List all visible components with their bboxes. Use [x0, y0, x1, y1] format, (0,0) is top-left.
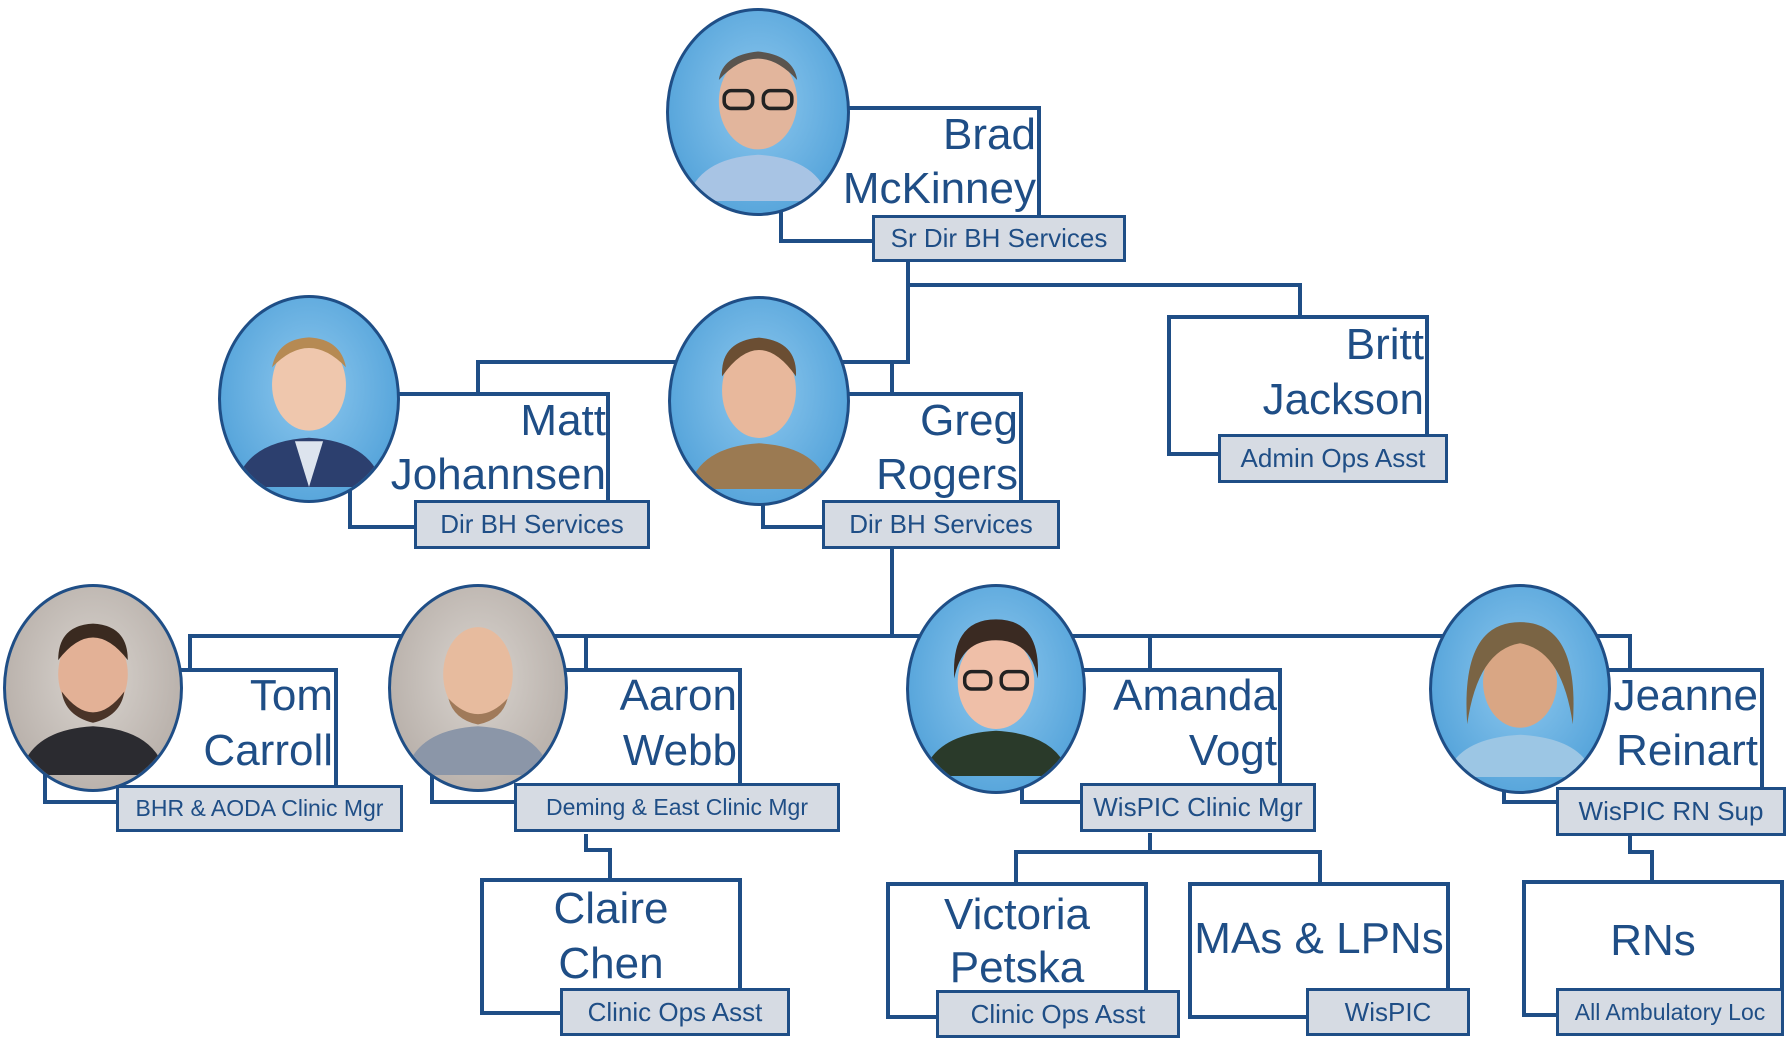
- name-britt-first: Britt: [1345, 320, 1424, 369]
- name-brad-last: McKinney: [842, 164, 1036, 213]
- photo-matt-johannsen: [218, 295, 400, 503]
- name-tom-first: Tom: [249, 671, 333, 720]
- photo-aaron-webb: [388, 584, 568, 792]
- name-aaron-last: Webb: [622, 726, 737, 775]
- name-matt-first: Matt: [520, 396, 606, 445]
- photo-jeanne-reinart: [1429, 584, 1611, 794]
- label-mas-lpns: MAs & LPNs: [1194, 914, 1444, 963]
- title-britt: Admin Ops Asst: [1218, 434, 1448, 483]
- photo-greg-rogers: [668, 296, 850, 506]
- title-tom: BHR & AODA Clinic Mgr: [116, 785, 403, 832]
- name-greg-first: Greg: [920, 396, 1018, 445]
- title-amanda: WisPIC Clinic Mgr: [1080, 783, 1316, 832]
- photo-tom-carroll: [3, 584, 183, 792]
- name-victoria-last: Petska: [949, 943, 1085, 992]
- name-greg-last: Rogers: [876, 450, 1018, 499]
- node-britt-jackson[interactable]: [1167, 315, 1429, 456]
- title-aaron: Deming & East Clinic Mgr: [514, 783, 840, 832]
- name-aaron-first: Aaron: [619, 671, 737, 720]
- name-jeanne-first: Jeanne: [1613, 671, 1758, 720]
- title-greg: Dir BH Services: [822, 500, 1060, 549]
- title-mas-lpns: WisPIC: [1306, 988, 1470, 1036]
- name-matt-last: Johannsen: [390, 450, 606, 499]
- title-matt: Dir BH Services: [414, 500, 650, 549]
- photo-amanda-vogt: [906, 584, 1086, 794]
- name-amanda-last: Vogt: [1188, 726, 1277, 775]
- label-rns: RNs: [1610, 916, 1696, 965]
- title-victoria: Clinic Ops Asst: [936, 990, 1180, 1038]
- photo-brad-mckinney: [666, 8, 850, 216]
- title-claire: Clinic Ops Asst: [560, 988, 790, 1036]
- title-brad: Sr Dir BH Services: [872, 215, 1126, 262]
- name-claire-first: Claire: [553, 884, 669, 933]
- title-rns: All Ambulatory Loc: [1556, 988, 1784, 1036]
- name-jeanne-last: Reinart: [1616, 726, 1758, 775]
- name-brad-first: Brad: [943, 110, 1036, 159]
- name-claire-last: Chen: [558, 939, 664, 988]
- title-jeanne: WisPIC RN Sup: [1556, 787, 1786, 836]
- name-victoria-first: Victoria: [944, 890, 1090, 939]
- name-britt-last: Jackson: [1262, 375, 1424, 424]
- name-amanda-first: Amanda: [1113, 671, 1277, 720]
- name-tom-last: Carroll: [203, 726, 333, 775]
